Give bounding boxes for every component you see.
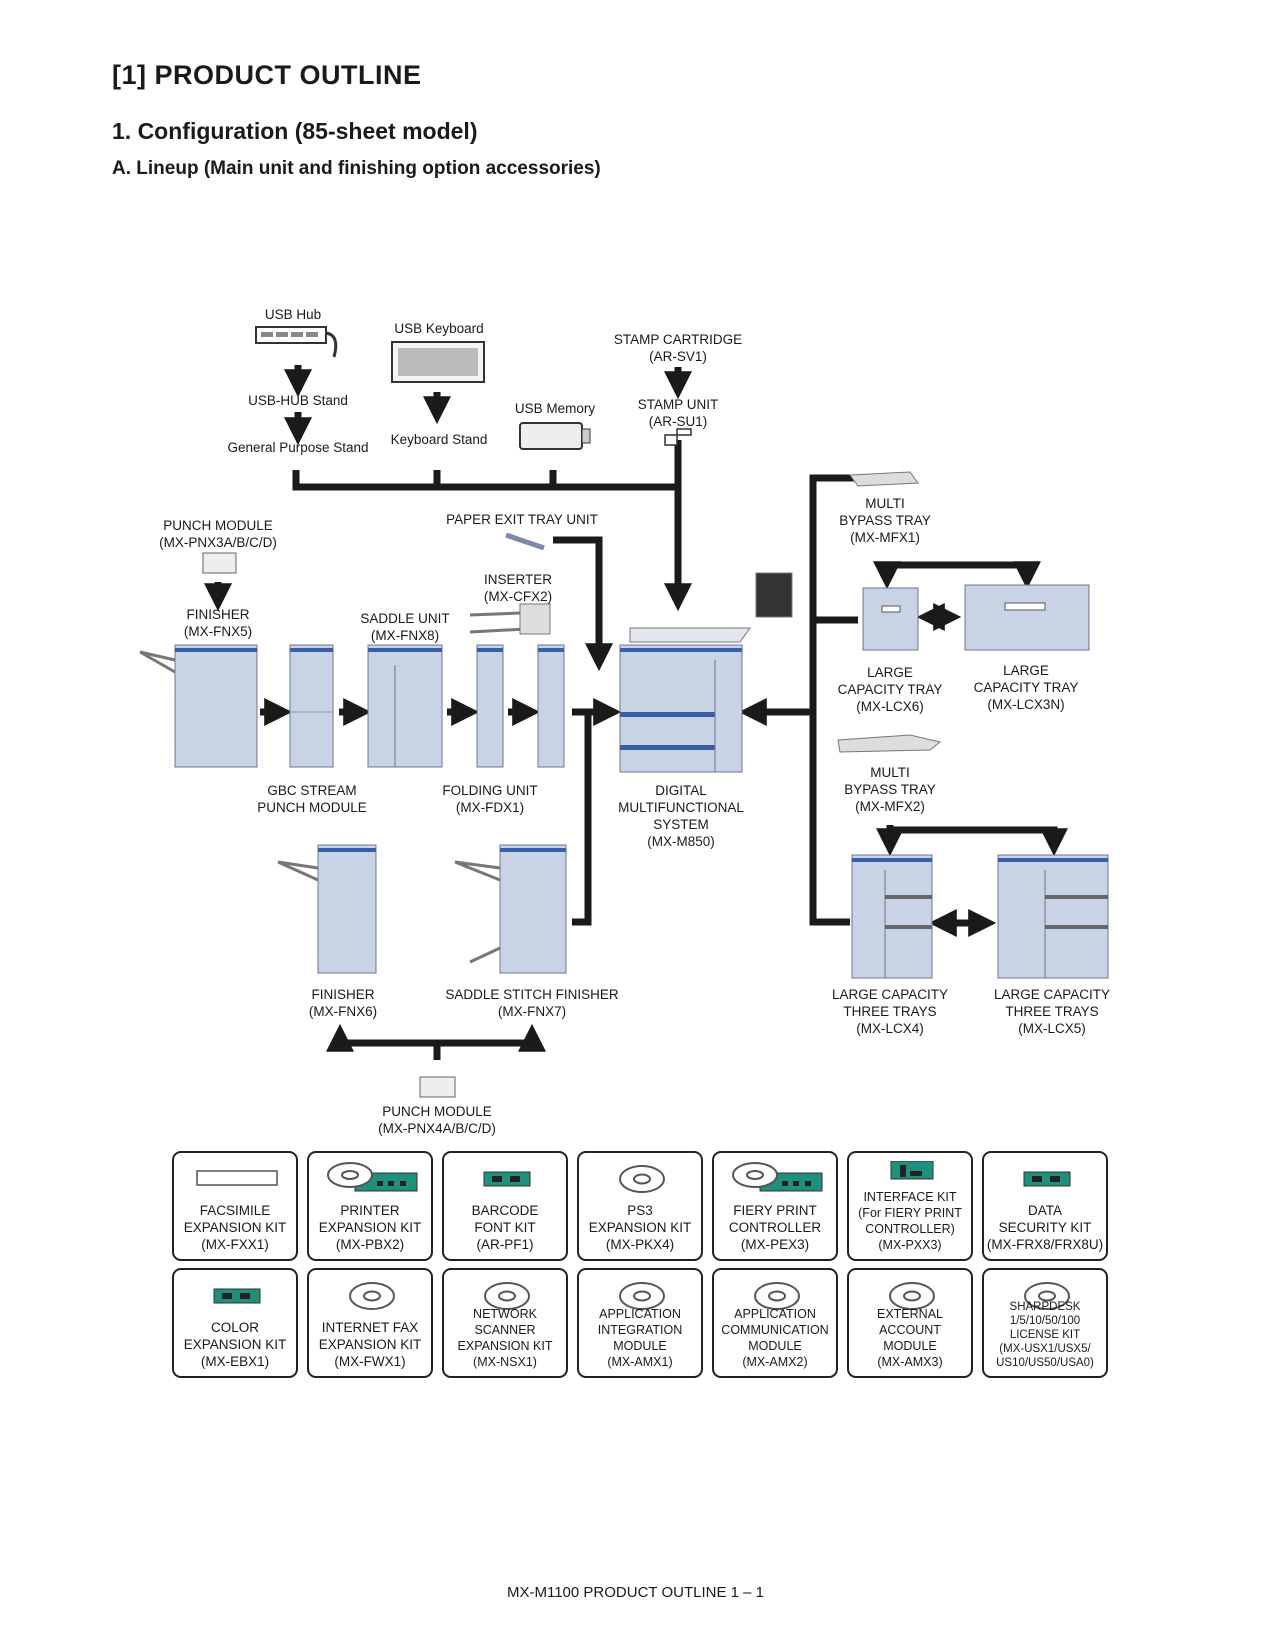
option-kit-label: FACSIMILE EXPANSION KIT (MX-FXX1) — [183, 1203, 287, 1252]
gbc-stream-label: GBC STREAM PUNCH MODULE — [257, 783, 367, 815]
large-capacity-tray-lcx3n-icon — [964, 584, 1090, 651]
option-kit-box: NETWORK SCANNER EXPANSION KIT (MX-NSX1) — [442, 1268, 568, 1378]
option-kit-label: COLOR EXPANSION KIT (MX-EBX1) — [183, 1320, 287, 1369]
saddle-unit-icon — [367, 644, 443, 768]
option-kit-label: EXTERNAL ACCOUNT MODULE (MX-AMX3) — [877, 1307, 943, 1369]
digital-mfs-label: DIGITAL MULTIFUNCTIONAL SYSTEM (MX-M850) — [618, 783, 744, 849]
interface-board-icon — [849, 1160, 971, 1191]
chip-board-icon — [174, 1278, 296, 1308]
option-kit-box: EXTERNAL ACCOUNT MODULE (MX-AMX3) — [847, 1268, 973, 1378]
cd-icon — [849, 1278, 971, 1310]
multi-bypass-1-label: MULTI BYPASS TRAY (MX-MFX1) — [839, 496, 931, 545]
cd-icon — [309, 1278, 431, 1310]
fax-board-icon — [174, 1161, 296, 1191]
punch-module-top-label: PUNCH MODULE (MX-PNX3A/B/C/D) — [159, 518, 277, 550]
finisher-fnx6-label: FINISHER (MX-FNX6) — [308, 987, 378, 1019]
lineup-heading: A. Lineup (Main unit and finishing optio… — [112, 158, 601, 179]
lct-lcx6-label: LARGE CAPACITY TRAY (MX-LCX6) — [837, 665, 943, 714]
folding-unit-icon — [476, 644, 504, 768]
inserter-icon — [469, 603, 565, 768]
finisher-fnx6-icon — [277, 844, 377, 974]
option-kit-label: SHARPDESK 1/5/10/50/100 LICENSE KIT (MX-… — [996, 1301, 1094, 1369]
paper-exit-tray-label: PAPER EXIT TRAY UNIT — [446, 512, 598, 527]
option-kit-label: APPLICATION COMMUNICATION MODULE (MX-AMX… — [721, 1307, 829, 1369]
cd-icon — [579, 1278, 701, 1310]
saddle-stitch-finisher-fnx7-icon — [454, 844, 567, 974]
cd-icon — [984, 1278, 1106, 1310]
punch-module-bottom-icon — [419, 1076, 456, 1098]
finisher-fnx5-icon — [139, 644, 258, 768]
option-kit-box: PS3 EXPANSION KIT (MX-PKX4) — [577, 1151, 703, 1261]
multi-bypass-tray-2-icon — [837, 734, 942, 753]
option-kit-label: APPLICATION INTEGRATION MODULE (MX-AMX1) — [597, 1307, 683, 1369]
multi-bypass-2-label: MULTI BYPASS TRAY (MX-MFX2) — [844, 765, 936, 814]
option-kit-label: PRINTER EXPANSION KIT (MX-PBX2) — [318, 1203, 422, 1252]
large-capacity-three-trays-lcx5-icon — [997, 854, 1109, 979]
stamp-unit-label: STAMP UNIT (AR-SU1) — [637, 397, 719, 429]
usb-hub-label: USB Hub — [264, 307, 322, 322]
option-kit-label: FIERY PRINT CONTROLLER (MX-PEX3) — [728, 1203, 822, 1252]
usb-hub-stand-label: USB-HUB Stand — [248, 393, 348, 408]
option-kit-label: INTERNET FAX EXPANSION KIT (MX-FWX1) — [318, 1320, 422, 1369]
option-kit-box: FIERY PRINT CONTROLLER (MX-PEX3) — [712, 1151, 838, 1261]
multi-bypass-tray-1-icon — [849, 471, 919, 487]
digital-multifunctional-system-icon — [619, 572, 793, 773]
punch-module-icon — [202, 552, 237, 574]
large-capacity-tray-lcx6-icon — [862, 587, 919, 651]
option-kit-box: FACSIMILE EXPANSION KIT (MX-FXX1) — [172, 1151, 298, 1261]
option-kit-box: SHARPDESK 1/5/10/50/100 LICENSE KIT (MX-… — [982, 1268, 1108, 1378]
page-footer: MX-M1100 PRODUCT OUTLINE 1 – 1 — [506, 1584, 764, 1601]
lct-lcx3n-label: LARGE CAPACITY TRAY (MX-LCX3N) — [973, 663, 1079, 712]
general-purpose-stand-label: General Purpose Stand — [227, 440, 369, 455]
saddle-stitch-label: SADDLE STITCH FINISHER (MX-FNX7) — [445, 987, 619, 1019]
option-kit-box: APPLICATION INTEGRATION MODULE (MX-AMX1) — [577, 1268, 703, 1378]
lct3-lcx4-label: LARGE CAPACITY THREE TRAYS (MX-LCX4) — [831, 987, 949, 1036]
option-kit-label: NETWORK SCANNER EXPANSION KIT (MX-NSX1) — [457, 1307, 553, 1369]
usb-memory-icon — [519, 422, 591, 450]
option-kit-label: DATA SECURITY KIT (MX-FRX8/FRX8U) — [986, 1203, 1104, 1252]
cd-board-icon — [714, 1161, 836, 1192]
large-capacity-three-trays-lcx4-icon — [851, 854, 933, 979]
finisher-fnx5-label: FINISHER (MX-FNX5) — [183, 607, 253, 639]
cd-icon — [579, 1161, 701, 1193]
cd-icon — [444, 1278, 566, 1310]
punch-module-bottom-label: PUNCH MODULE (MX-PNX4A/B/C/D) — [378, 1104, 496, 1136]
usb-keyboard-icon — [391, 341, 485, 383]
paper-exit-tray-icon — [505, 532, 545, 551]
usb-memory-label: USB Memory — [514, 401, 596, 416]
option-kit-label: BARCODE FONT KIT (AR-PF1) — [471, 1203, 539, 1252]
subsection-title: 1. Configuration (85-sheet model) — [112, 118, 478, 144]
option-kit-label: INTERFACE KIT (For FIERY PRINT CONTROLLE… — [858, 1190, 962, 1252]
chip-board-icon — [444, 1161, 566, 1191]
stamp-unit-icon — [664, 428, 692, 446]
gbc-stream-punch-icon — [289, 644, 334, 768]
section-title: [1] PRODUCT OUTLINE — [112, 60, 422, 90]
option-kit-box: INTERNET FAX EXPANSION KIT (MX-FWX1) — [307, 1268, 433, 1378]
option-kit-box: COLOR EXPANSION KIT (MX-EBX1) — [172, 1268, 298, 1378]
saddle-unit-label: SADDLE UNIT (MX-FNX8) — [360, 611, 450, 643]
cd-board-icon — [309, 1161, 431, 1192]
stamp-cartridge-label: STAMP CARTRIDGE (AR-SV1) — [613, 332, 743, 364]
option-kit-box: DATA SECURITY KIT (MX-FRX8/FRX8U) — [982, 1151, 1108, 1261]
lct3-lcx5-label: LARGE CAPACITY THREE TRAYS (MX-LCX5) — [993, 987, 1111, 1036]
usb-keyboard-label: USB Keyboard — [394, 321, 484, 336]
option-kit-label: PS3 EXPANSION KIT (MX-PKX4) — [588, 1203, 692, 1252]
folding-unit-label: FOLDING UNIT (MX-FDX1) — [442, 783, 538, 815]
cd-icon — [714, 1278, 836, 1310]
option-kit-box: APPLICATION COMMUNICATION MODULE (MX-AMX… — [712, 1268, 838, 1378]
option-kit-box: INTERFACE KIT (For FIERY PRINT CONTROLLE… — [847, 1151, 973, 1261]
option-kit-box: PRINTER EXPANSION KIT (MX-PBX2) — [307, 1151, 433, 1261]
chip-board-icon — [984, 1161, 1106, 1191]
inserter-label: INSERTER (MX-CFX2) — [483, 572, 553, 604]
keyboard-stand-label: Keyboard Stand — [390, 432, 488, 447]
option-kit-box: BARCODE FONT KIT (AR-PF1) — [442, 1151, 568, 1261]
top-bus-line — [292, 470, 692, 612]
usb-hub-icon — [255, 326, 338, 358]
